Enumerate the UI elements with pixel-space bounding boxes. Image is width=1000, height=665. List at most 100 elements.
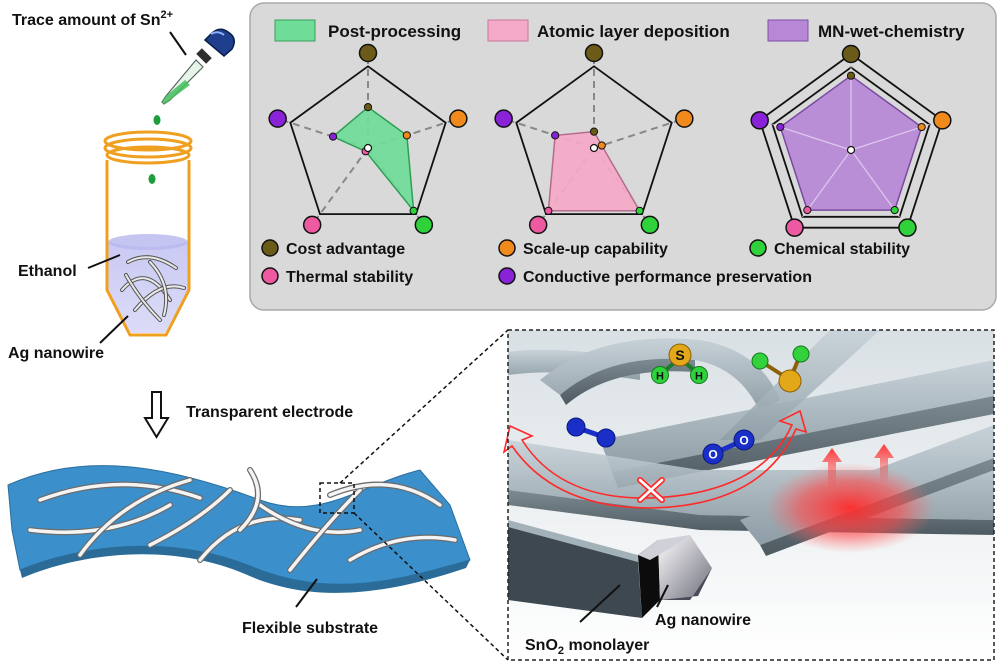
oxygen-atom-label: O	[708, 448, 717, 462]
zoom-frame	[507, 329, 995, 661]
radar-axis-marker	[268, 109, 287, 128]
legend-swatch-mn-wet	[767, 19, 809, 42]
radar-frame-outer	[758, 52, 944, 229]
radar-axis-marker	[841, 44, 861, 64]
radar-center	[363, 143, 373, 153]
radar-frame	[289, 65, 447, 215]
synthesis-panel: Trace amount of Sn2+	[7, 9, 509, 661]
radar-axis-marker	[302, 215, 322, 235]
sno2-pointer-line	[579, 584, 621, 623]
radar-value-point	[409, 206, 418, 215]
radar-axis-marker	[528, 215, 548, 235]
flexible-substrate-label: Flexible substrate	[242, 620, 378, 637]
dropper-icon	[161, 28, 235, 105]
radar-axis-marker	[494, 109, 513, 128]
radar-spoke	[772, 123, 852, 151]
ag-pointer-line	[656, 584, 669, 608]
criterion-scale-up-capability: Scale-up capability	[523, 241, 668, 258]
criterion-dot-scaleup	[498, 239, 516, 257]
h2s-molecule-icon: S H H	[651, 343, 708, 384]
hydrogen-atom-label: H	[695, 371, 703, 383]
radar-value-point	[328, 132, 338, 141]
radar-mn-wet-chemistry	[750, 44, 952, 237]
criterion-cost-advantage: Cost advantage	[286, 241, 405, 258]
radar-spoke	[593, 117, 685, 149]
green-orange-molecule-icon	[751, 345, 810, 393]
radar-spoke	[311, 147, 369, 226]
criterion-dot-chemical	[749, 239, 767, 257]
drop-icon	[153, 115, 161, 125]
comparison-panel: Post-processing Atomic layer deposition …	[249, 2, 997, 311]
radar-value-point	[803, 206, 812, 215]
radar-center	[846, 145, 856, 155]
radar-axis-marker	[675, 109, 694, 128]
heat-arrow-icon	[822, 448, 842, 488]
radar-center	[589, 143, 599, 153]
radar-value-point	[917, 122, 926, 132]
blocked-diffusion-arrow	[502, 409, 808, 509]
heat-arrow-icon	[874, 444, 894, 484]
radar-value-point	[890, 206, 899, 215]
down-arrow-icon	[143, 391, 170, 439]
radar-value-point	[776, 122, 785, 132]
radar-atomic-layer-deposition	[494, 43, 694, 235]
legend-atomic-layer-deposition: Atomic layer deposition	[537, 22, 730, 41]
criterion-dot-cost	[261, 239, 279, 257]
radar-spoke	[850, 123, 930, 151]
block-x-inner	[638, 478, 664, 502]
legend-mn-wet-chemistry: MN-wet-chemistry	[818, 22, 965, 41]
radar-axis-marker	[750, 111, 769, 130]
legend-post-processing: Post-processing	[328, 22, 461, 41]
radar-axis-marker	[933, 111, 952, 130]
radar-value-point	[551, 131, 560, 140]
comparison-background	[249, 2, 997, 311]
sno2-monolayer-label: SnO2 monolayer	[525, 637, 649, 657]
radar-axis-marker	[358, 43, 378, 63]
radar-axis-marker	[584, 43, 604, 63]
radar-axis-marker	[640, 215, 660, 235]
radar-frame	[771, 66, 931, 218]
radar-value-point	[635, 206, 644, 215]
criterion-chemical-stability: Chemical stability	[774, 241, 910, 258]
ethanol-pointer-line	[87, 254, 121, 269]
zoom-region-box	[319, 482, 355, 514]
zoom-guide-line	[339, 329, 509, 484]
zoom-panel: S H H O O	[502, 329, 995, 661]
trace-amount-label: Trace amount of Sn2+	[12, 9, 173, 29]
flexible-substrate-sheet	[7, 465, 471, 593]
ag-nanowire-label: Ag nanowire	[8, 345, 104, 362]
criterion-conductive-performance: Conductive performance preservation	[523, 269, 812, 286]
radar-axis-marker	[898, 218, 917, 237]
radar-frame	[515, 65, 673, 215]
radar-value-point	[363, 103, 373, 112]
radar-axis-marker	[414, 215, 434, 235]
radar-spoke	[801, 149, 852, 218]
drop-icon	[148, 174, 156, 184]
criterion-dot-conductive	[498, 267, 516, 285]
sulfur-atom-label: S	[675, 347, 684, 363]
legend-swatch-ald	[487, 19, 529, 42]
transparent-electrode-label: Transparent electrode	[186, 404, 353, 421]
zoom-guide-line	[353, 512, 509, 661]
radar-value-point	[597, 141, 606, 150]
radar-value-point	[589, 127, 599, 136]
o2-molecule-icon: O O	[702, 429, 755, 465]
radar-post-processing	[268, 43, 468, 235]
radar-axis-marker	[449, 109, 468, 128]
radar-value-point	[402, 131, 411, 140]
trace-pointer-line	[169, 31, 187, 56]
hydrogen-atom-label: H	[656, 371, 664, 383]
oxygen-atom-label: O	[739, 434, 748, 448]
radar-value-point	[846, 71, 856, 80]
zoom-ag-nanowire-label: Ag nanowire	[655, 612, 751, 629]
n2-molecule-icon	[566, 417, 616, 448]
heat-spot	[765, 463, 935, 553]
ag-nanowire-pointer-line	[99, 315, 129, 344]
radar-area	[331, 106, 415, 214]
criterion-thermal-stability: Thermal stability	[286, 269, 413, 286]
radar-value-point	[544, 206, 553, 215]
centrifuge-tube-icon	[103, 130, 193, 337]
radar-axis-marker	[785, 218, 804, 237]
ethanol-label: Ethanol	[18, 263, 77, 280]
